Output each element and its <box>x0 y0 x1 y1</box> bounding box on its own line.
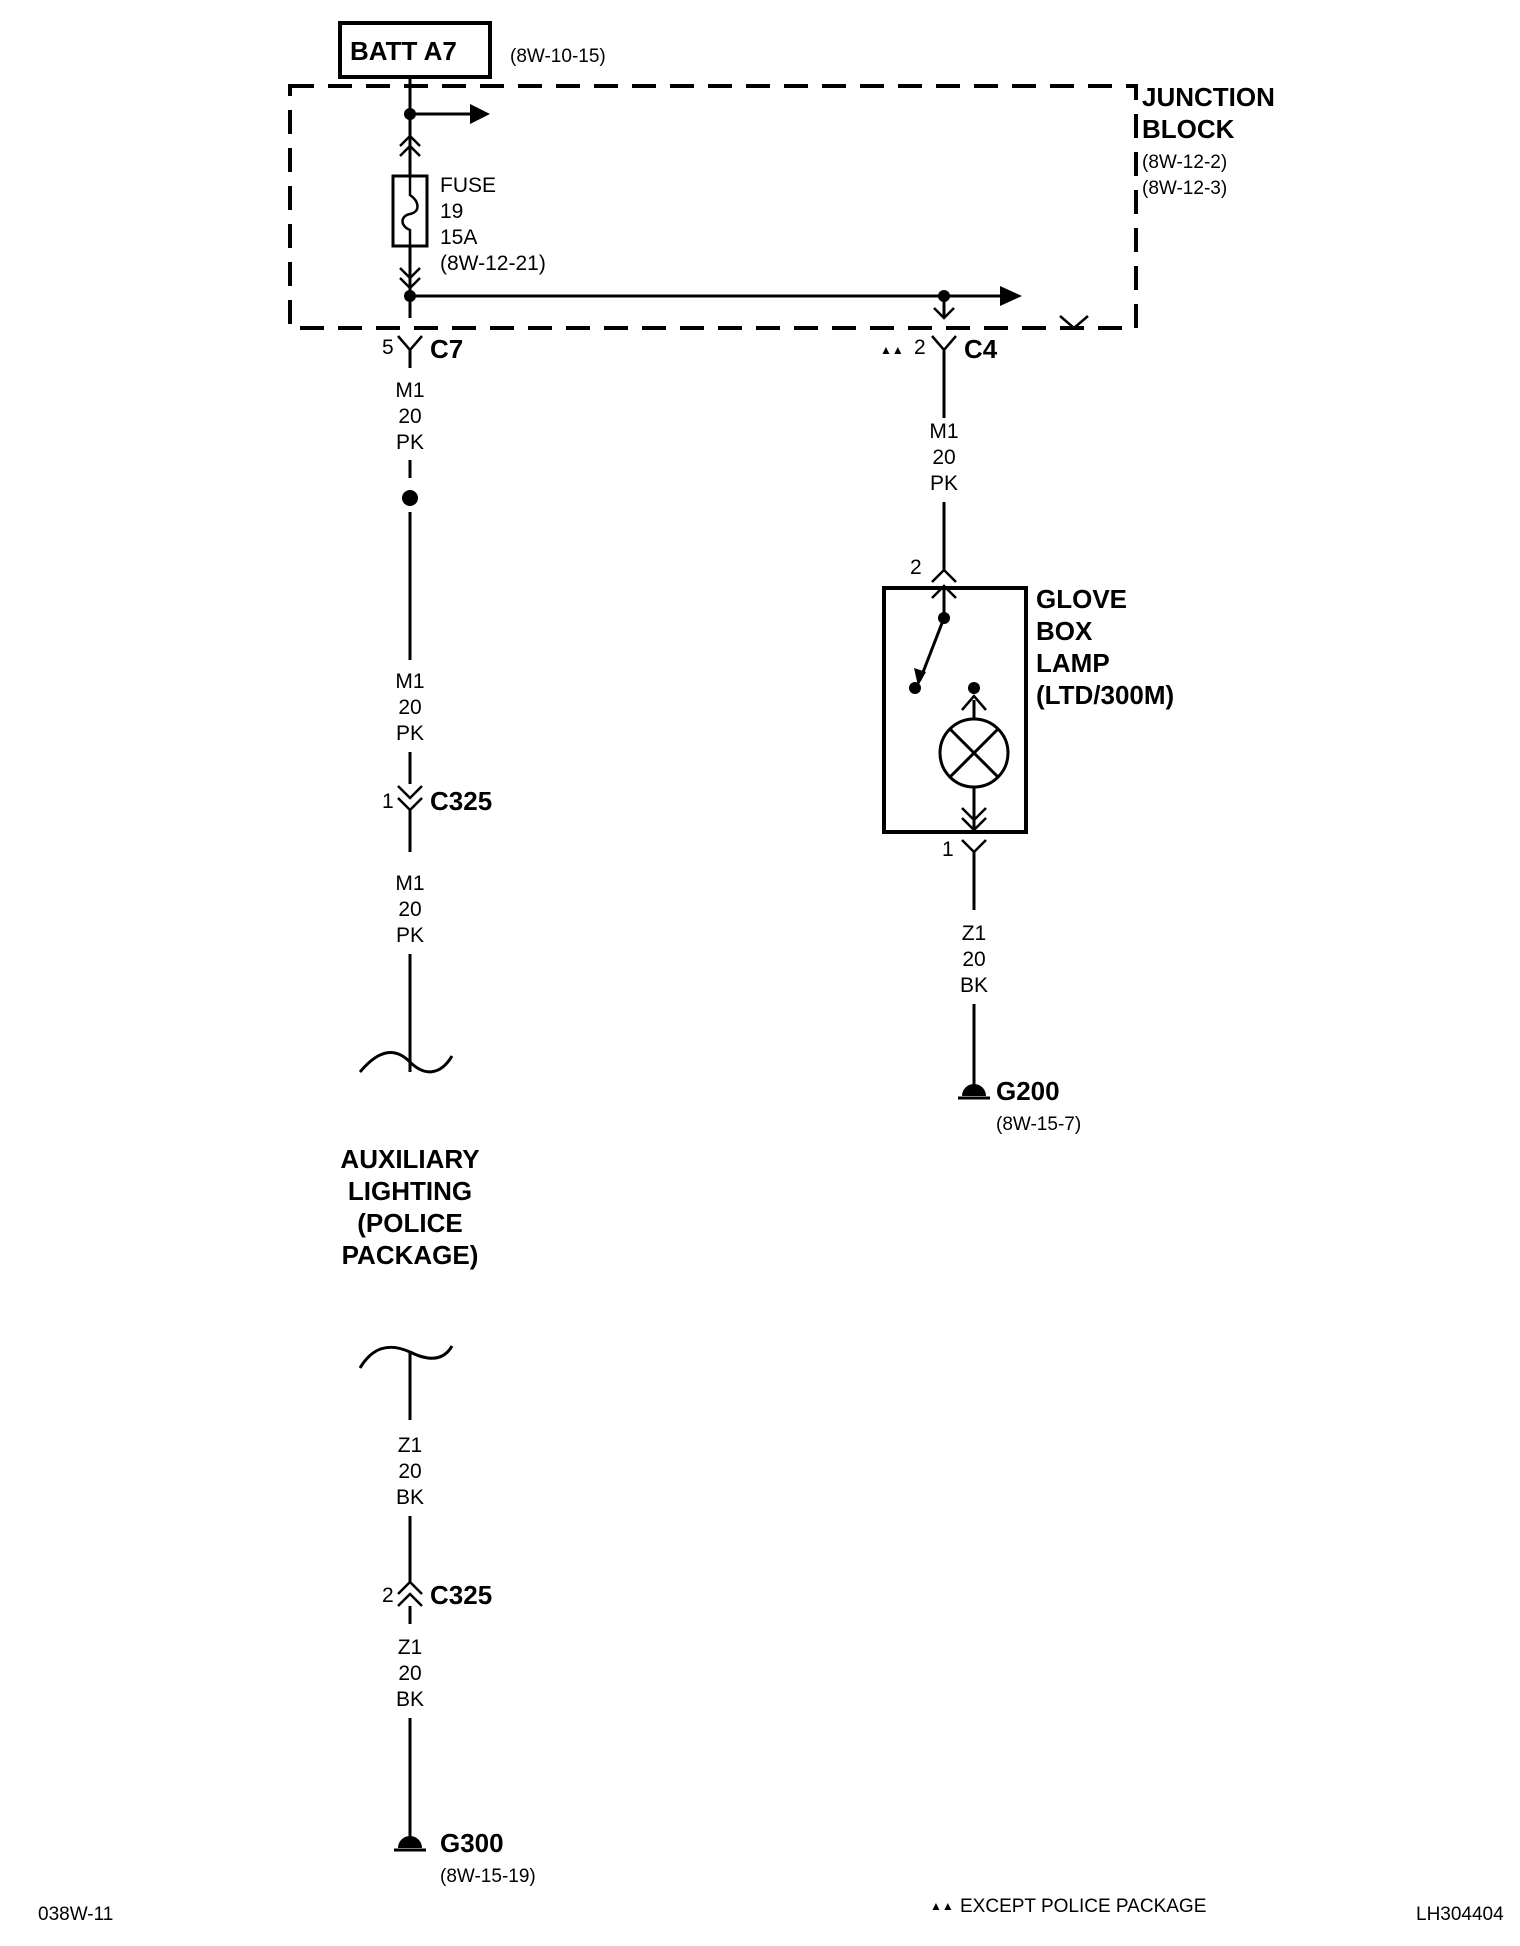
junction-block-ref-2: (8W-12-3) <box>1142 178 1227 199</box>
wire-color: PK <box>930 472 958 495</box>
c4-label: C4 <box>964 334 998 364</box>
glove-box-lamp: GLOVE BOX LAMP (LTD/300M) <box>882 584 1174 834</box>
junction-block-title-2: BLOCK <box>1142 114 1235 144</box>
c325-top-label: C325 <box>430 786 492 816</box>
wire-circuit: M1 <box>929 420 958 443</box>
arrow-right-icon <box>1000 286 1022 306</box>
footer-figure-id: LH304404 <box>1416 1904 1504 1925</box>
aux-line-4: PACKAGE) <box>342 1240 479 1270</box>
fuse-label-2: 19 <box>440 200 463 223</box>
fuse-label-1: FUSE <box>440 174 496 197</box>
left-wire-z1-bottom: Z1 20 BK <box>396 1636 424 1848</box>
connector-c325-bottom: 2 C325 <box>382 1580 492 1624</box>
wire-circuit: Z1 <box>398 1434 423 1457</box>
ground-g300: G300 (8W-15-19) <box>394 1828 536 1887</box>
aux-line-2: LIGHTING <box>348 1176 472 1206</box>
wire-gauge: 20 <box>398 1662 421 1685</box>
aux-line-1: AUXILIARY <box>340 1144 479 1174</box>
wire-color: PK <box>396 722 424 745</box>
wire-break-icon <box>358 1345 454 1369</box>
wire-color: PK <box>396 431 424 454</box>
switch-icon <box>918 617 946 681</box>
fuse-label-3: 15A <box>440 226 477 249</box>
lamp-pin-top: 2 <box>910 556 922 579</box>
fuse-ref: (8W-12-21) <box>440 252 546 275</box>
g300-ref: (8W-15-19) <box>440 1866 536 1887</box>
batt-label: BATT A7 <box>350 36 457 66</box>
g200-ref: (8W-15-7) <box>996 1114 1081 1135</box>
wire-circuit: M1 <box>395 670 424 693</box>
connector-c325-top: 1 C325 <box>382 785 492 852</box>
splice-dot <box>402 490 418 506</box>
auxiliary-lighting-label: AUXILIARY LIGHTING (POLICE PACKAGE) <box>340 1144 479 1270</box>
c7-pin: 5 <box>382 336 394 359</box>
wire-gauge: 20 <box>932 446 955 469</box>
wire-gauge: 20 <box>398 898 421 921</box>
arrow-right-icon <box>470 104 490 124</box>
wire-gauge: 20 <box>398 1460 421 1483</box>
c7-label: C7 <box>430 334 463 364</box>
right-wire-z1: 1 Z1 20 BK <box>942 838 988 1096</box>
wire-color: BK <box>960 974 988 997</box>
junction-block: JUNCTION BLOCK (8W-12-2) (8W-12-3) <box>288 82 1275 330</box>
wire-color: BK <box>396 1486 424 1509</box>
fuse-circuit: FUSE 19 15A (8W-12-21) <box>391 77 1089 330</box>
lamp-title-2: BOX <box>1036 616 1093 646</box>
footer-note: EXCEPT POLICE PACKAGE <box>960 1896 1206 1917</box>
junction-block-title-1: JUNCTION <box>1142 82 1275 112</box>
switch-contact <box>968 682 980 694</box>
footer: 038W-11 ▲▲ EXCEPT POLICE PACKAGE LH30440… <box>38 1896 1504 1925</box>
lamp-pin-bottom: 1 <box>942 838 954 861</box>
wire-gauge: 20 <box>962 948 985 971</box>
wire-gauge: 20 <box>398 405 421 428</box>
footer-note-mark: ▲▲ <box>930 1899 954 1913</box>
wire-color: PK <box>396 924 424 947</box>
ground-icon <box>398 1836 422 1848</box>
left-wire-m1-bottom: M1 20 PK <box>358 872 454 1074</box>
g300-label: G300 <box>440 1828 504 1858</box>
footer-page-code: 038W-11 <box>38 1904 113 1925</box>
wire-circuit: Z1 <box>398 1636 423 1659</box>
wire-color: BK <box>396 1688 424 1711</box>
connector-c7: 5 C7 <box>382 334 463 368</box>
switch-contact <box>909 682 921 694</box>
batt-a7-feed: BATT A7 (8W-10-15) <box>338 21 606 79</box>
junction-block-ref-1: (8W-12-2) <box>1142 152 1227 173</box>
wire-circuit: M1 <box>395 872 424 895</box>
c4-except-mark: ▲▲ <box>880 343 904 357</box>
right-wire-m1: M1 20 PK 2 <box>910 350 959 583</box>
wire-circuit: Z1 <box>962 922 987 945</box>
wire-break-icon <box>358 1051 454 1074</box>
lamp-title-4: (LTD/300M) <box>1036 680 1174 710</box>
aux-line-3: (POLICE <box>357 1208 462 1238</box>
c325-bottom-label: C325 <box>430 1580 492 1610</box>
ground-icon <box>962 1084 986 1096</box>
c325-bottom-pin: 2 <box>382 1584 394 1607</box>
lamp-title-1: GLOVE <box>1036 584 1127 614</box>
connector-c4: ▲▲ 2 C4 <box>880 334 998 364</box>
c4-pin: 2 <box>914 336 926 359</box>
lamp-title-3: LAMP <box>1036 648 1110 678</box>
left-wire-m1-top: M1 20 PK M1 20 PK <box>395 379 425 784</box>
ground-g200: G200 (8W-15-7) <box>958 1076 1081 1135</box>
g200-label: G200 <box>996 1076 1060 1106</box>
left-wire-z1: Z1 20 BK <box>358 1345 454 1582</box>
wire-gauge: 20 <box>398 696 421 719</box>
c325-top-pin: 1 <box>382 790 394 813</box>
batt-ref: (8W-10-15) <box>510 46 606 67</box>
wire-circuit: M1 <box>395 379 424 402</box>
